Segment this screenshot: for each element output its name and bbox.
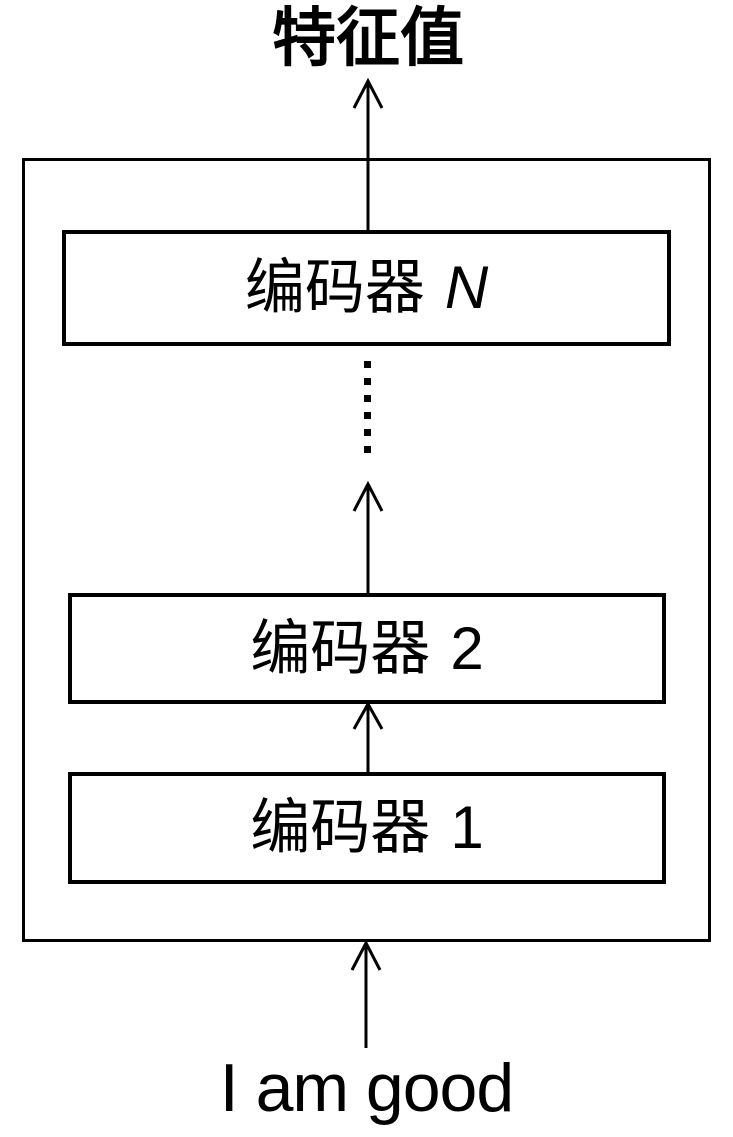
encoder-2-label: 编码器 — [250, 614, 431, 682]
arrow-up-output-icon — [352, 77, 384, 234]
encoder-box-n: 编码器 N — [62, 230, 671, 346]
output-label: 特征值 — [272, 2, 464, 74]
arrow-up-to-ellipsis-icon — [352, 480, 384, 594]
encoder-1-index: 1 — [450, 794, 484, 861]
arrow-up-encoder1-to-encoder2-icon — [352, 700, 384, 774]
encoder-n-index: N — [444, 254, 489, 321]
vertical-ellipsis-icon — [364, 361, 371, 462]
encoder-2-index: 2 — [450, 614, 484, 682]
input-label: I am good — [219, 1050, 514, 1126]
encoder-box-1: 编码器 1 — [68, 772, 666, 884]
encoder-n-label: 编码器 — [244, 254, 425, 321]
encoder-box-2: 编码器 2 — [68, 593, 666, 704]
encoder-1-label: 编码器 — [250, 794, 431, 861]
arrow-up-input-icon — [350, 939, 382, 1048]
